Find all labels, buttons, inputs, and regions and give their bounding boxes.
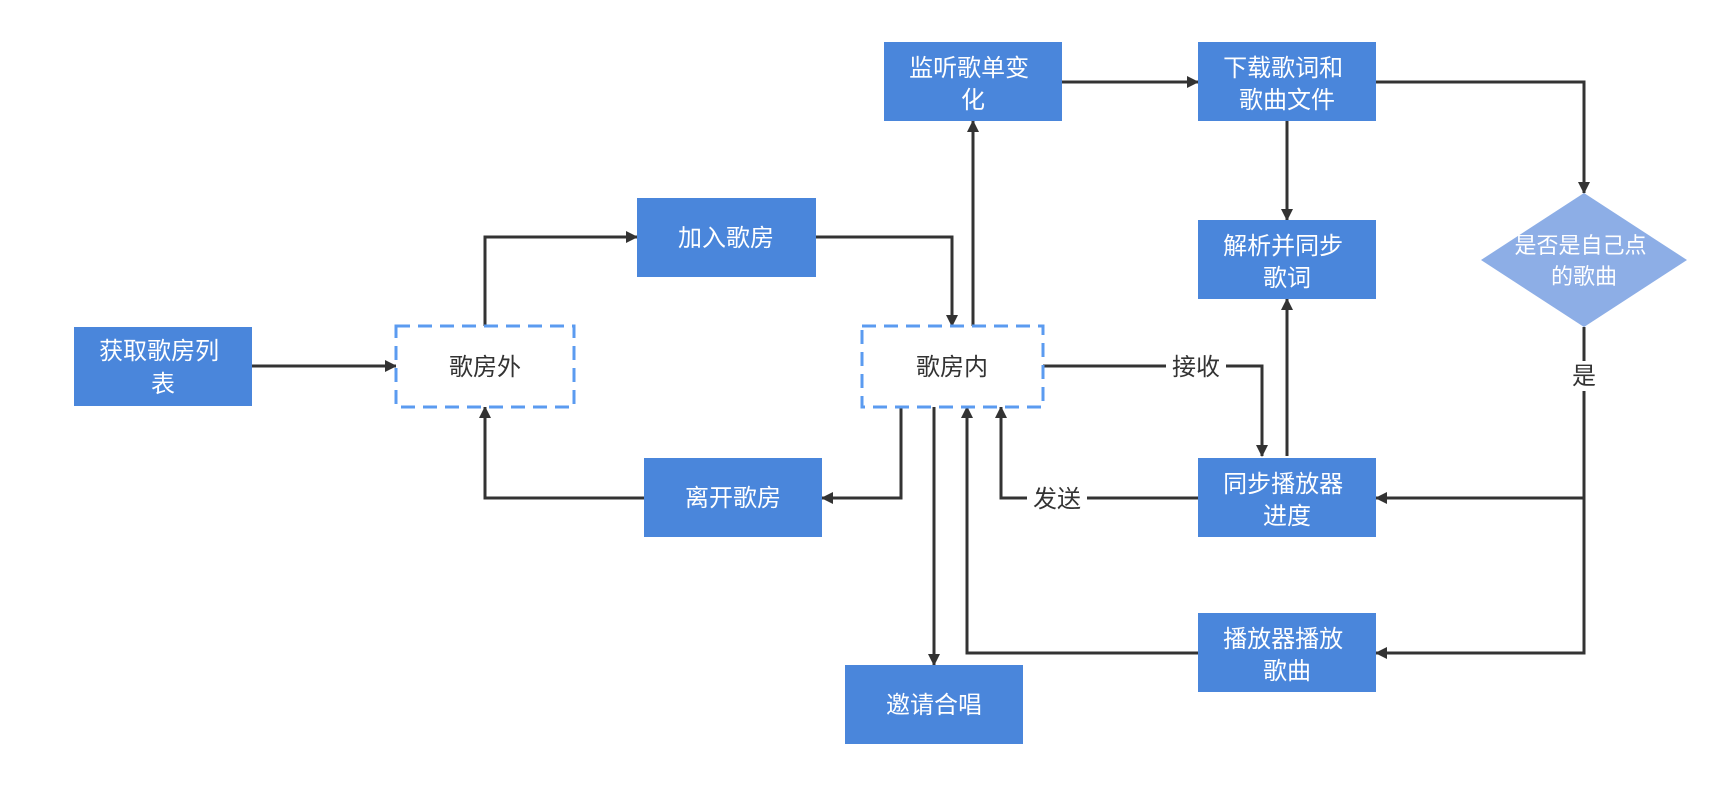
svg-text:解析并同步 歌词: 解析并同步 歌词 [1223,232,1351,292]
state-inside-room-label: 歌房内 [916,353,988,381]
svg-text:监听歌单变 化: 监听歌单变 化 [909,54,1037,114]
node-player-play-line2: 歌曲 [1263,657,1311,685]
edge-sync-to-inside-send [995,406,1198,500]
svg-text:播放器播放 歌曲: 播放器播放 歌曲 [1223,625,1351,685]
node-download-files-line1: 下载歌词和 [1223,54,1343,82]
node-invite-chorus-label: 邀请合唱 [886,691,982,719]
node-player-play[interactable]: 播放器播放 歌曲 [1198,613,1376,692]
edge-leave-to-outside [479,406,644,500]
decision-is-own-song-line2: 的歌曲 [1551,265,1617,290]
edge-label-receive: 接收 [1172,353,1220,381]
edge-label-send: 发送 [1033,485,1081,513]
node-invite-chorus[interactable]: 邀请合唱 [845,665,1023,744]
node-watch-playlist-line2: 化 [961,86,985,114]
node-parse-lyrics[interactable]: 解析并同步 歌词 [1198,220,1376,299]
node-sync-progress-line1: 同步播放器 [1223,470,1343,498]
edge-inside-to-leave [821,407,903,504]
node-join-room-label: 加入歌房 [678,224,774,252]
svg-text:获取歌房列 表: 获取歌房列 表 [99,337,227,398]
edge-join-to-inside [816,235,958,327]
node-sync-progress-line2: 进度 [1263,502,1311,530]
node-download-files-line2: 歌曲文件 [1239,86,1335,114]
edge-inside-to-sync-receive [1043,364,1268,457]
node-get-room-list-line1: 获取歌房列 [99,337,219,365]
state-outside-room-label: 歌房外 [449,353,521,381]
svg-text:是否是自己点 的歌曲: 是否是自己点 的歌曲 [1514,234,1653,290]
node-leave-room[interactable]: 离开歌房 [644,458,822,537]
node-player-play-line1: 播放器播放 [1223,625,1343,653]
node-join-room[interactable]: 加入歌房 [637,198,816,277]
svg-text:下载歌词和 歌曲文件: 下载歌词和 歌曲文件 [1223,54,1351,114]
edge-player-to-inside [961,406,1198,655]
edge-label-yes: 是 [1572,362,1596,390]
node-parse-lyrics-line2: 歌词 [1263,264,1311,292]
edge-decision-yes-trunk [1375,327,1586,659]
edge-labels: 接收 发送 是 [1027,352,1600,514]
node-download-files[interactable]: 下载歌词和 歌曲文件 [1198,42,1376,121]
edge-download-to-decision [1376,80,1590,194]
node-get-room-list-line2: 表 [151,370,175,398]
state-inside-room[interactable]: 歌房内 [860,324,1045,409]
nodes: 获取歌房列 表 歌房外 加入歌房 离开歌房 歌房内 监听歌单变 [74,42,1687,744]
node-watch-playlist-line1: 监听歌单变 [909,54,1029,82]
decision-is-own-song-line1: 是否是自己点 [1514,234,1646,259]
edge-outside-to-join [483,231,638,326]
decision-is-own-song[interactable]: 是否是自己点 的歌曲 [1481,193,1687,327]
node-get-room-list[interactable]: 获取歌房列 表 [74,327,252,406]
node-parse-lyrics-line1: 解析并同步 [1223,232,1343,260]
state-outside-room[interactable]: 歌房外 [394,324,576,409]
node-sync-progress[interactable]: 同步播放器 进度 [1198,458,1376,537]
node-leave-room-label: 离开歌房 [685,484,781,512]
edges [252,76,1590,666]
svg-text:同步播放器 进度: 同步播放器 进度 [1223,470,1351,530]
node-watch-playlist[interactable]: 监听歌单变 化 [884,42,1062,121]
